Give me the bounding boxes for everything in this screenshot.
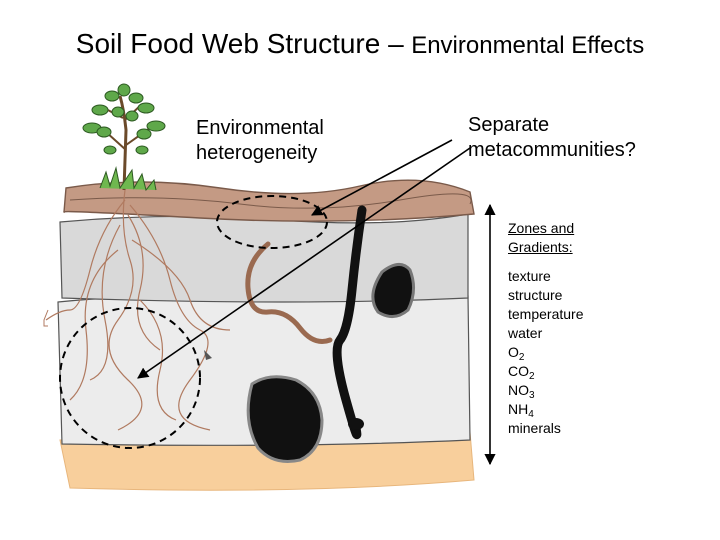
gradient-item: O2 xyxy=(508,344,525,363)
stone-lower xyxy=(246,375,324,463)
metacommunities-line-2: metacommunities? xyxy=(468,139,636,161)
gradient-item: water xyxy=(508,325,543,341)
burrow-end xyxy=(348,418,364,430)
root-fragment xyxy=(43,309,49,327)
gradient-item: CO2 xyxy=(508,363,535,382)
page-title: Soil Food Web Structure – Environmental … xyxy=(0,28,720,60)
heterogeneity-line-2: heterogeneity xyxy=(196,142,318,164)
arrow-to-bottom-zone xyxy=(137,147,471,379)
zones-heading: Zones and Gradients: xyxy=(508,219,583,257)
tree xyxy=(82,83,166,192)
heterogeneity-line-1: Environmental xyxy=(196,117,324,139)
arrow-to-top-zone xyxy=(311,139,453,216)
pebble xyxy=(204,350,212,360)
dashed-zone-top xyxy=(216,195,328,249)
gradient-item: structure xyxy=(508,287,563,303)
roots xyxy=(45,189,231,431)
title-sub: Environmental Effects xyxy=(411,32,645,59)
title-main: Soil Food Web Structure – xyxy=(75,28,404,59)
stone-upper xyxy=(371,263,415,318)
topsoil-layer xyxy=(63,179,475,222)
dashed-zone-bottom xyxy=(59,307,201,449)
gradient-item: NH4 xyxy=(508,401,534,420)
gradient-item: temperature xyxy=(508,306,584,322)
earthworm xyxy=(245,241,333,344)
zones-gradients-list: Zones and Gradients: texture structure t… xyxy=(508,219,583,438)
metacommunities-label: Separate metacommunities? xyxy=(468,113,636,163)
gradient-item: minerals xyxy=(508,420,561,436)
zones-heading-line-2: Gradients: xyxy=(508,239,573,255)
zones-heading-line-1: Zones and xyxy=(508,220,575,236)
heterogeneity-label: Environmental heterogeneity xyxy=(196,116,324,166)
topsoil-stripe xyxy=(69,193,472,209)
gradient-item: texture xyxy=(508,268,551,284)
gradient-item: NO3 xyxy=(508,382,535,401)
metacommunities-line-1: Separate xyxy=(468,114,550,136)
